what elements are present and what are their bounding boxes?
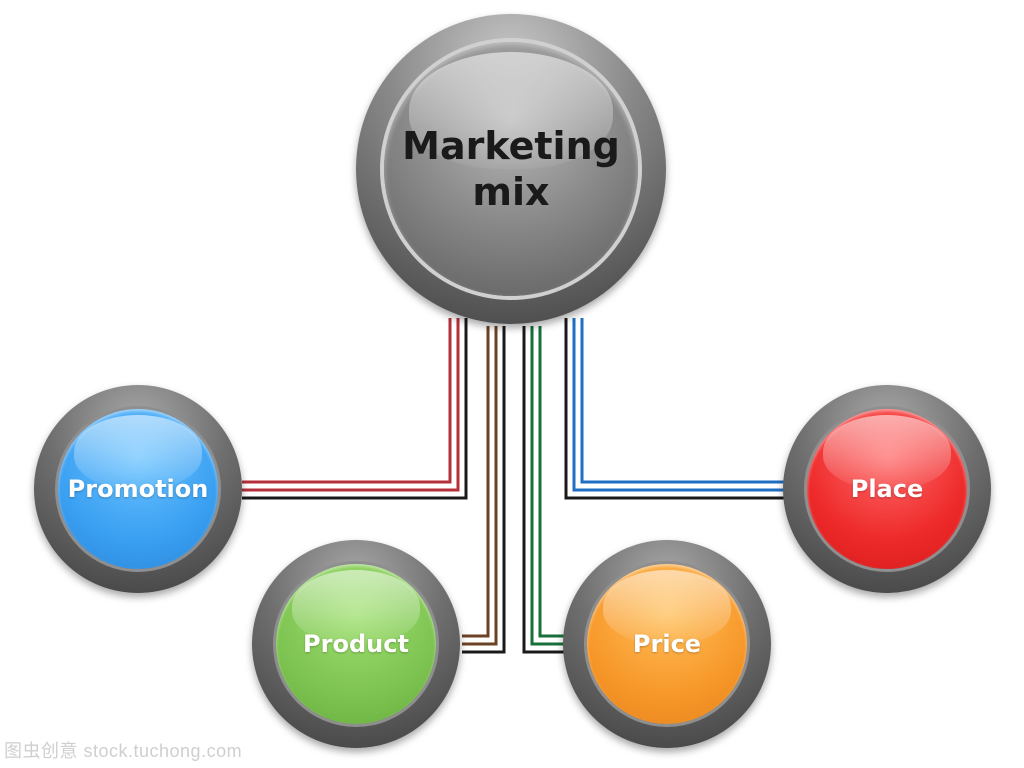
price-label: Price (632, 630, 702, 658)
connector-price-shadow (522, 326, 568, 654)
product-node: Product (252, 540, 460, 748)
connector-promotion-shadow (242, 318, 468, 500)
place-core (807, 409, 967, 569)
marketing-mix-node: Marketing mix (356, 14, 666, 324)
place-label: Place (850, 475, 924, 503)
price-node: Price (563, 540, 771, 748)
product-core (276, 564, 436, 724)
promotion-node: Promotion (34, 385, 242, 593)
connector-place-shadow (564, 318, 787, 500)
connector-product-inner (462, 326, 498, 646)
promotion-label: Promotion (67, 475, 209, 503)
connector-price-inner (538, 326, 568, 638)
connector-promotion-inner (242, 318, 460, 492)
promotion-core (58, 409, 218, 569)
hub-label: Marketing mix (402, 124, 620, 214)
connector-promotion (242, 318, 452, 484)
connector-product-shadow (462, 326, 506, 654)
hub-core (384, 42, 638, 296)
connector-place-inner (580, 318, 787, 484)
connector-price (530, 326, 568, 646)
price-core (587, 564, 747, 724)
connector-product (462, 326, 490, 638)
place-node: Place (783, 385, 991, 593)
product-label: Product (303, 630, 409, 658)
connector-place (572, 318, 787, 492)
watermark-text: 图虫创意 stock.tuchong.com (4, 741, 243, 761)
